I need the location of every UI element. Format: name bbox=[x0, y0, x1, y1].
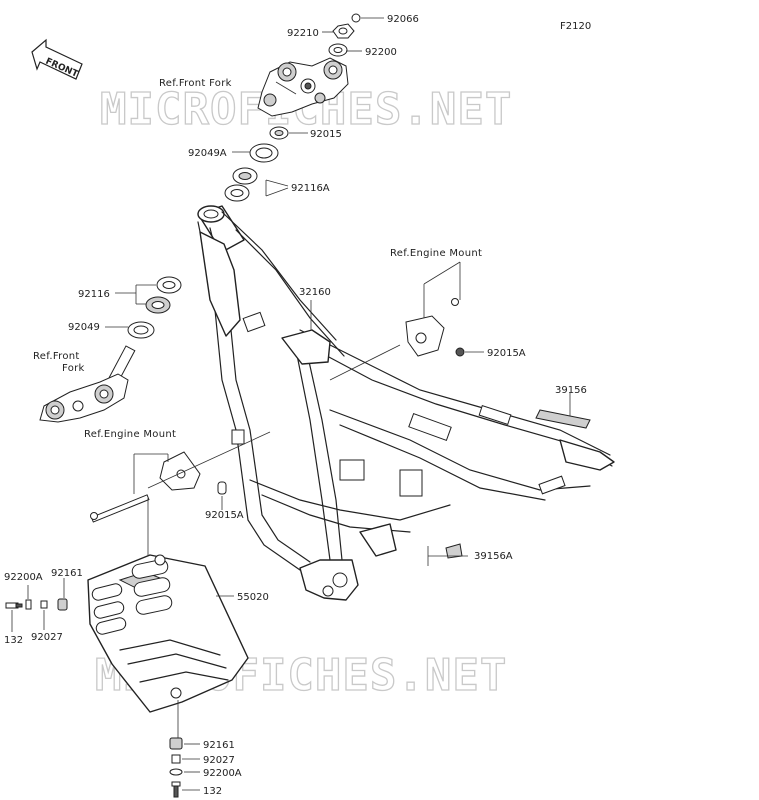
label-92210: 92210 bbox=[287, 28, 319, 39]
ref-front-fork-top: Ref.Front Fork bbox=[159, 78, 232, 89]
label-92049: 92049 bbox=[68, 322, 100, 333]
label-92027-bottom: 92027 bbox=[203, 755, 235, 766]
nut-92210 bbox=[332, 23, 355, 39]
label-92200: 92200 bbox=[365, 47, 397, 58]
label-39156: 39156 bbox=[555, 385, 587, 396]
label-92049A: 92049A bbox=[188, 148, 227, 159]
label-92015A-left: 92015A bbox=[205, 510, 244, 521]
ref-engine-mount-left: Ref.Engine Mount bbox=[84, 429, 176, 440]
grommet-92161-left bbox=[57, 598, 68, 611]
skid-plate-55020 bbox=[87, 554, 249, 713]
label-92161-left: 92161 bbox=[51, 568, 83, 579]
label-32160: 32160 bbox=[299, 287, 331, 298]
label-39156A: 39156A bbox=[474, 551, 513, 562]
label-92066: 92066 bbox=[387, 14, 419, 25]
washer-92200A-left bbox=[25, 599, 32, 610]
ref-front-fork-left-2: Fork bbox=[62, 363, 85, 374]
label-92161-bottom: 92161 bbox=[203, 740, 235, 751]
washer-92200 bbox=[328, 43, 348, 57]
upper-fork-bracket bbox=[257, 57, 349, 117]
seal-92049A bbox=[249, 143, 279, 163]
seal-92049 bbox=[127, 321, 155, 339]
lower-fork-bracket bbox=[39, 345, 136, 423]
ref-front-fork-left-1: Ref.Front bbox=[33, 351, 80, 362]
engine-mount-bracket-right bbox=[405, 298, 465, 357]
ref-engine-mount-right: Ref.Engine Mount bbox=[390, 248, 482, 259]
washer-92200A-bottom bbox=[169, 768, 183, 776]
bearing-92116A bbox=[224, 167, 258, 202]
label-92015: 92015 bbox=[310, 129, 342, 140]
part-39156 bbox=[535, 409, 591, 429]
label-132-bottom: 132 bbox=[203, 786, 222, 797]
nut-92066 bbox=[351, 13, 361, 23]
label-92027-left: 92027 bbox=[31, 632, 63, 643]
engine-mount-bracket-left bbox=[90, 451, 227, 523]
figure-code: F2120 bbox=[560, 21, 591, 32]
main-frame bbox=[197, 205, 615, 601]
label-132-left: 132 bbox=[4, 635, 23, 646]
grommet-92161-bottom bbox=[169, 737, 183, 750]
label-55020: 55020 bbox=[237, 592, 269, 603]
bearing-92015 bbox=[269, 126, 289, 140]
bearing-92116 bbox=[145, 276, 182, 314]
label-92116A: 92116A bbox=[291, 183, 330, 194]
label-92015A-right: 92015A bbox=[487, 348, 526, 359]
label-92116: 92116 bbox=[78, 289, 110, 300]
bolt-132-bottom bbox=[171, 781, 181, 798]
label-92200A-left: 92200A bbox=[4, 572, 43, 583]
front-arrow: FRONT bbox=[31, 38, 83, 80]
collar-92027-left bbox=[40, 600, 48, 609]
label-92200A-bottom: 92200A bbox=[203, 768, 242, 779]
collar-92027-bottom bbox=[171, 754, 181, 764]
bolt-132-left bbox=[5, 602, 23, 609]
